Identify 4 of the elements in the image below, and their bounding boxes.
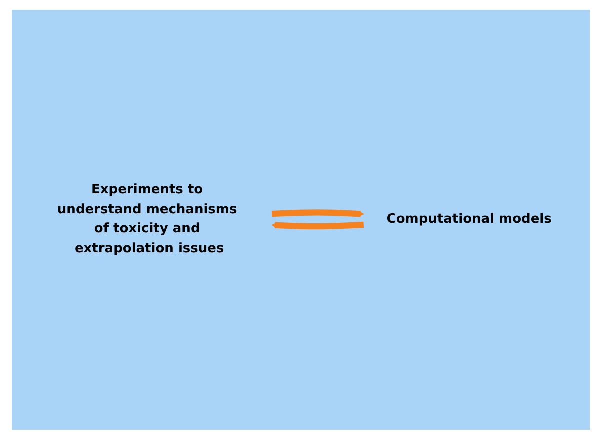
arrow — [272, 210, 364, 218]
arrow — [272, 222, 364, 230]
node-text: Experiments to understand mechanisms of toxicity and extrapolation issues — [57, 182, 238, 256]
node-text: Computational models — [386, 212, 552, 228]
